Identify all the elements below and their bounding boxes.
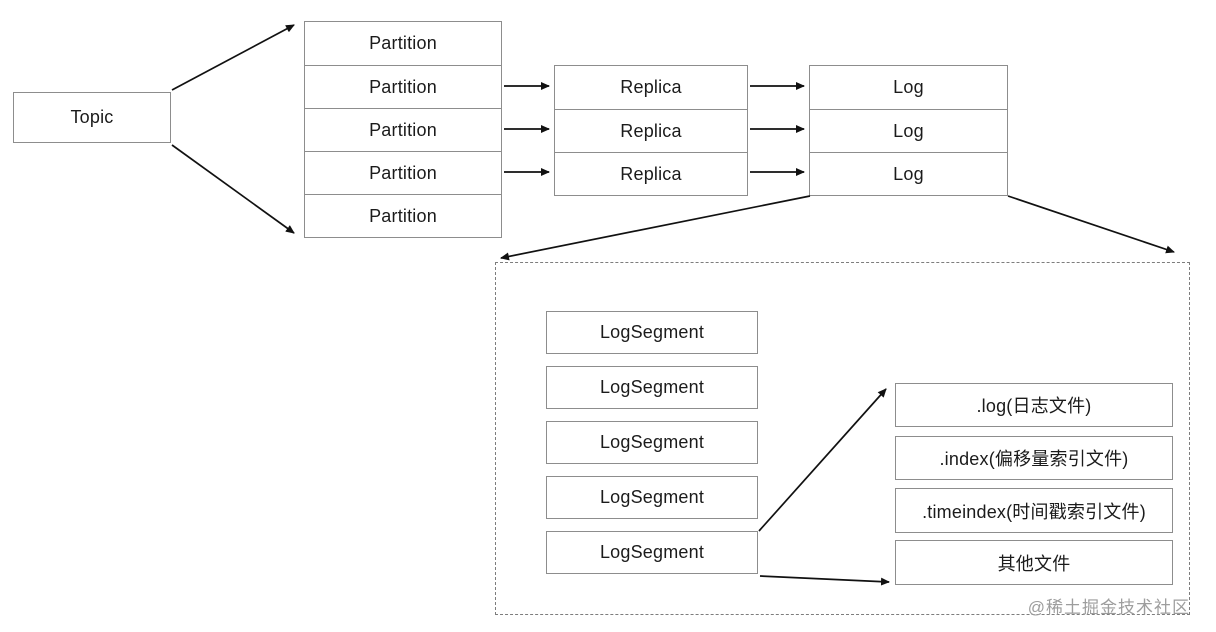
- file-box-timeindex: .timeindex(时间戳索引文件): [895, 488, 1173, 533]
- replica-label: Replica: [620, 77, 682, 97]
- logsegment-label: LogSegment: [599, 542, 705, 562]
- log-label: Log: [893, 163, 924, 184]
- partition-box: Partition: [305, 151, 501, 194]
- log-box: Log: [810, 109, 1007, 152]
- logsegment-box: LogSegment: [546, 421, 758, 464]
- logsegment-label: LogSegment: [599, 322, 705, 342]
- replica-stack: Replica Replica Replica: [554, 65, 748, 196]
- file-box-index: .index(偏移量索引文件): [895, 436, 1173, 480]
- log-label: Log: [893, 77, 924, 97]
- watermark: @稀土掘金技术社区: [1027, 598, 1190, 617]
- log-stack: Log Log Log: [809, 65, 1008, 196]
- topic-box: Topic: [13, 92, 171, 143]
- arrow-log-to-container-left: [500, 195, 811, 261]
- arrow-log-to-container-right: [1007, 195, 1175, 254]
- replica-label: Replica: [620, 163, 682, 184]
- partition-box: Partition: [305, 194, 501, 237]
- topic-label: Topic: [70, 107, 114, 127]
- file-box-log: .log(日志文件): [895, 383, 1173, 427]
- partition-label: Partition: [369, 76, 437, 97]
- replica-box: Replica: [555, 109, 747, 152]
- replica-box: Replica: [555, 152, 747, 195]
- log-label: Log: [893, 120, 924, 141]
- file-label: .log(日志文件): [976, 396, 1092, 416]
- logsegment-box: LogSegment: [546, 476, 758, 519]
- logsegment-box: LogSegment: [546, 311, 758, 354]
- log-detail-container: [495, 262, 1190, 615]
- logsegment-box: LogSegment: [546, 366, 758, 409]
- partition-label: Partition: [369, 119, 437, 140]
- logsegment-label: LogSegment: [599, 377, 705, 397]
- partition-label: Partition: [369, 33, 437, 53]
- file-label: 其他文件: [997, 553, 1071, 574]
- partition-label: Partition: [369, 162, 437, 183]
- partition-box: Partition: [305, 65, 501, 108]
- log-box: Log: [810, 66, 1007, 109]
- logsegment-label: LogSegment: [599, 487, 705, 507]
- logsegment-label: LogSegment: [599, 432, 705, 452]
- partition-box: Partition: [305, 108, 501, 151]
- replica-box: Replica: [555, 66, 747, 109]
- replica-label: Replica: [620, 120, 682, 141]
- arrow-topic-to-partitions-bottom: [171, 144, 295, 234]
- file-box-other: 其他文件: [895, 540, 1173, 585]
- partition-stack: Partition Partition Partition Partition …: [304, 21, 502, 238]
- file-label: .timeindex(时间戳索引文件): [922, 501, 1146, 522]
- arrow-topic-to-partitions-top: [171, 24, 295, 91]
- log-box: Log: [810, 152, 1007, 195]
- partition-box: Partition: [305, 22, 501, 65]
- file-label: .index(偏移量索引文件): [939, 449, 1129, 469]
- logsegment-box: LogSegment: [546, 531, 758, 574]
- partition-label: Partition: [369, 205, 437, 226]
